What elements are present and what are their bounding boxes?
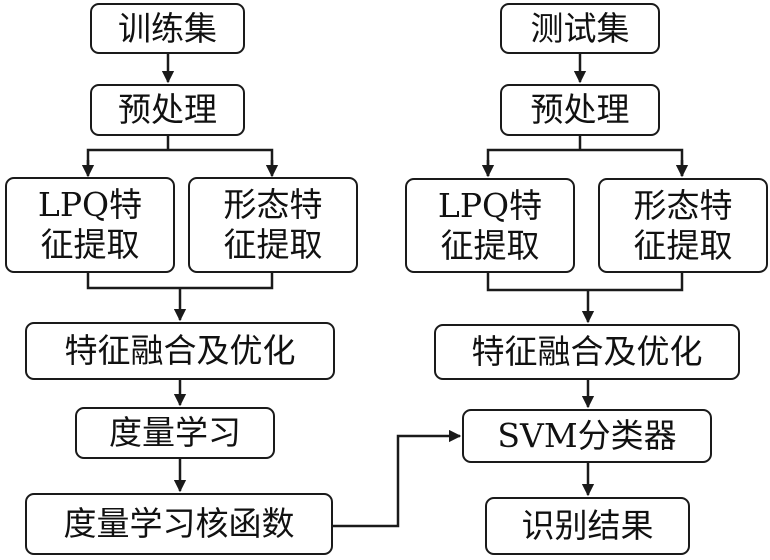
node-test-fusion: 特征融合及优化 bbox=[434, 324, 740, 380]
node-metric-kernel: 度量学习核函数 bbox=[25, 493, 333, 555]
edge-test-pre-split bbox=[486, 148, 684, 176]
edge-test-merge bbox=[486, 273, 684, 292]
node-test-preprocess: 预处理 bbox=[500, 84, 660, 136]
edge-kernel-to-svm bbox=[333, 429, 462, 528]
node-train-lpq: LPQ特 征提取 bbox=[5, 177, 175, 273]
node-train-preprocess: 预处理 bbox=[90, 84, 245, 136]
node-train-morph: 形态特 征提取 bbox=[188, 177, 358, 273]
edge-train-pre-split bbox=[86, 148, 274, 173]
node-metric-learning: 度量学习 bbox=[75, 407, 275, 459]
edge-train-merge bbox=[86, 273, 274, 290]
node-recognition-result: 识别结果 bbox=[485, 497, 690, 555]
node-test-morph: 形态特 征提取 bbox=[598, 178, 768, 273]
node-svm-classifier: SVM分类器 bbox=[462, 409, 712, 463]
node-train-set: 训练集 bbox=[90, 3, 245, 54]
node-train-fusion: 特征融合及优化 bbox=[25, 322, 335, 380]
node-test-lpq: LPQ特 征提取 bbox=[405, 178, 575, 273]
node-test-set: 测试集 bbox=[500, 3, 660, 54]
